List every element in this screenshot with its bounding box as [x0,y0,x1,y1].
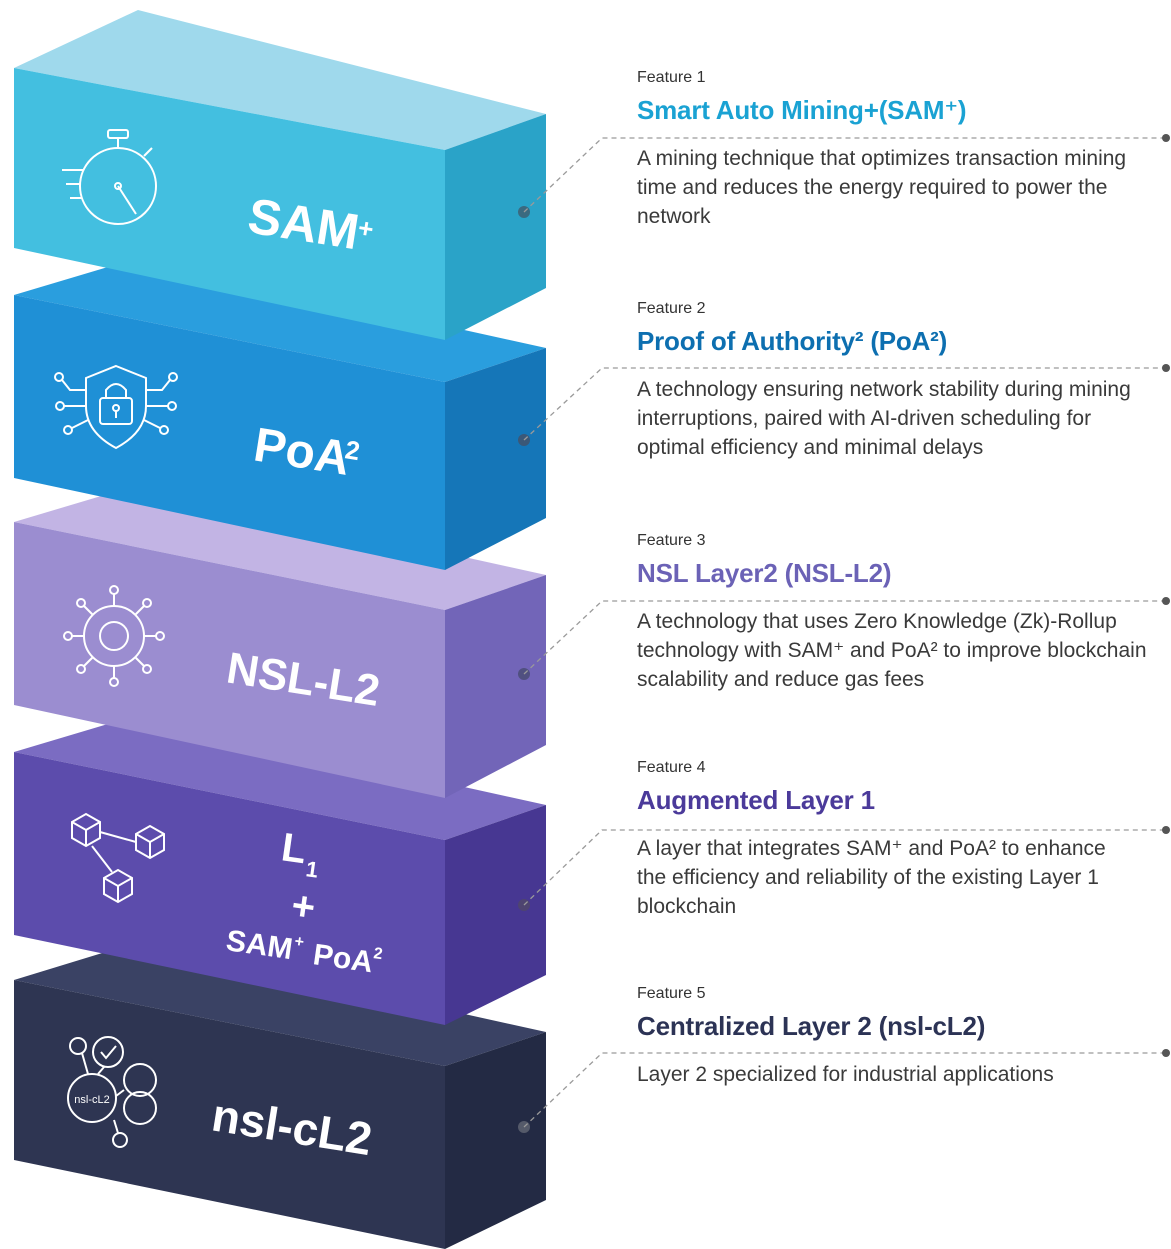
block-poa-sup: 2 [343,434,362,466]
feature-title: Centralized Layer 2 (nsl-cL2) [637,1011,986,1041]
connector-line-2 [523,367,1165,441]
block-sam: SAM + [14,10,546,340]
block-l1-front [14,752,445,1025]
feature-title: NSL Layer2 (NSL-L2) [637,558,892,588]
connector-line-4 [523,829,1165,906]
connector-end-dots [1162,134,1170,1057]
block-poa-front [14,295,445,570]
block-poa-top [14,258,546,382]
block-l1-label-sub: 1 [304,856,320,882]
feature-label: Feature 3 [637,532,706,549]
block-sam-top [14,10,546,150]
feature-4: Feature 4 Augmented Layer 1 A layer that… [637,758,1167,921]
block-l1-label-poa-sup: 2 [372,945,383,963]
connector-end-dot-2 [1162,364,1170,372]
feature-description: A technology that uses Zero Knowledge (Z… [637,610,1147,691]
block-l1-top [14,715,546,840]
gear-network-icon [63,585,165,687]
feature-title: Smart Auto Mining+(SAM⁺) [637,95,967,125]
block-sam-front [14,68,445,340]
block-nsl-cl2-top [14,942,546,1066]
feature-3: Feature 3 NSL Layer2 (NSL-L2) A technolo… [637,531,1167,694]
feature-description: Layer 2 specialized for industrial appli… [637,1063,1054,1086]
block-nsl-side [445,575,546,798]
feature-5: Feature 5 Centralized Layer 2 (nsl-cL2) … [637,984,1167,1089]
feature-label: Feature 1 [637,69,706,86]
feature-label: Feature 5 [637,985,706,1002]
block-nsl-top [14,485,546,610]
feature-label: Feature 4 [637,759,706,776]
feature-label: Feature 2 [637,300,706,317]
stopwatch-icon [62,129,157,225]
block-nsl-l2: NSL-L2 [14,485,546,798]
block-l1-label-l: L [279,825,309,872]
feature-description: A technology ensuring network stability … [637,378,1131,459]
block-sam-sup: + [356,212,376,244]
block-nsl-front [14,522,445,798]
feature-description: A layer that integrates SAM⁺ and PoA² to… [637,837,1106,918]
shield-lock-icon [54,364,178,450]
block-poa: PoA 2 [14,258,546,570]
block-l1-side [445,805,546,1025]
feature-title: Proof of Authority² (PoA²) [637,326,948,356]
block-nsl-cl2: nsl-cL2 nsl-cL2 [14,942,546,1249]
block-nsl-cl2-side [445,1032,546,1249]
cubes-network-icon [71,812,165,904]
block-poa-side [445,348,546,570]
feature-title: Augmented Layer 1 [637,785,875,815]
block-l1-label-sam-sup: + [293,933,305,951]
feature-2: Feature 2 Proof of Authority² (PoA²) A t… [637,299,1167,462]
connector-lines [523,137,1165,1128]
block-augmented-l1: L 1 + SAM + PoA 2 [14,715,546,1025]
nsl-cl2-network-icon: nsl-cL2 [67,1036,157,1148]
connector-end-dot-4 [1162,826,1170,834]
nsl-cl2-icon-text: nsl-cL2 [74,1094,109,1106]
block-sam-side [445,114,546,340]
connector-end-dot-1 [1162,134,1170,142]
feature-description: A mining technique that optimizes transa… [637,147,1127,228]
connector-end-dot-3 [1162,597,1170,605]
connector-end-dot-5 [1162,1049,1170,1057]
feature-1: Feature 1 Smart Auto Mining+(SAM⁺) A min… [637,68,1167,231]
